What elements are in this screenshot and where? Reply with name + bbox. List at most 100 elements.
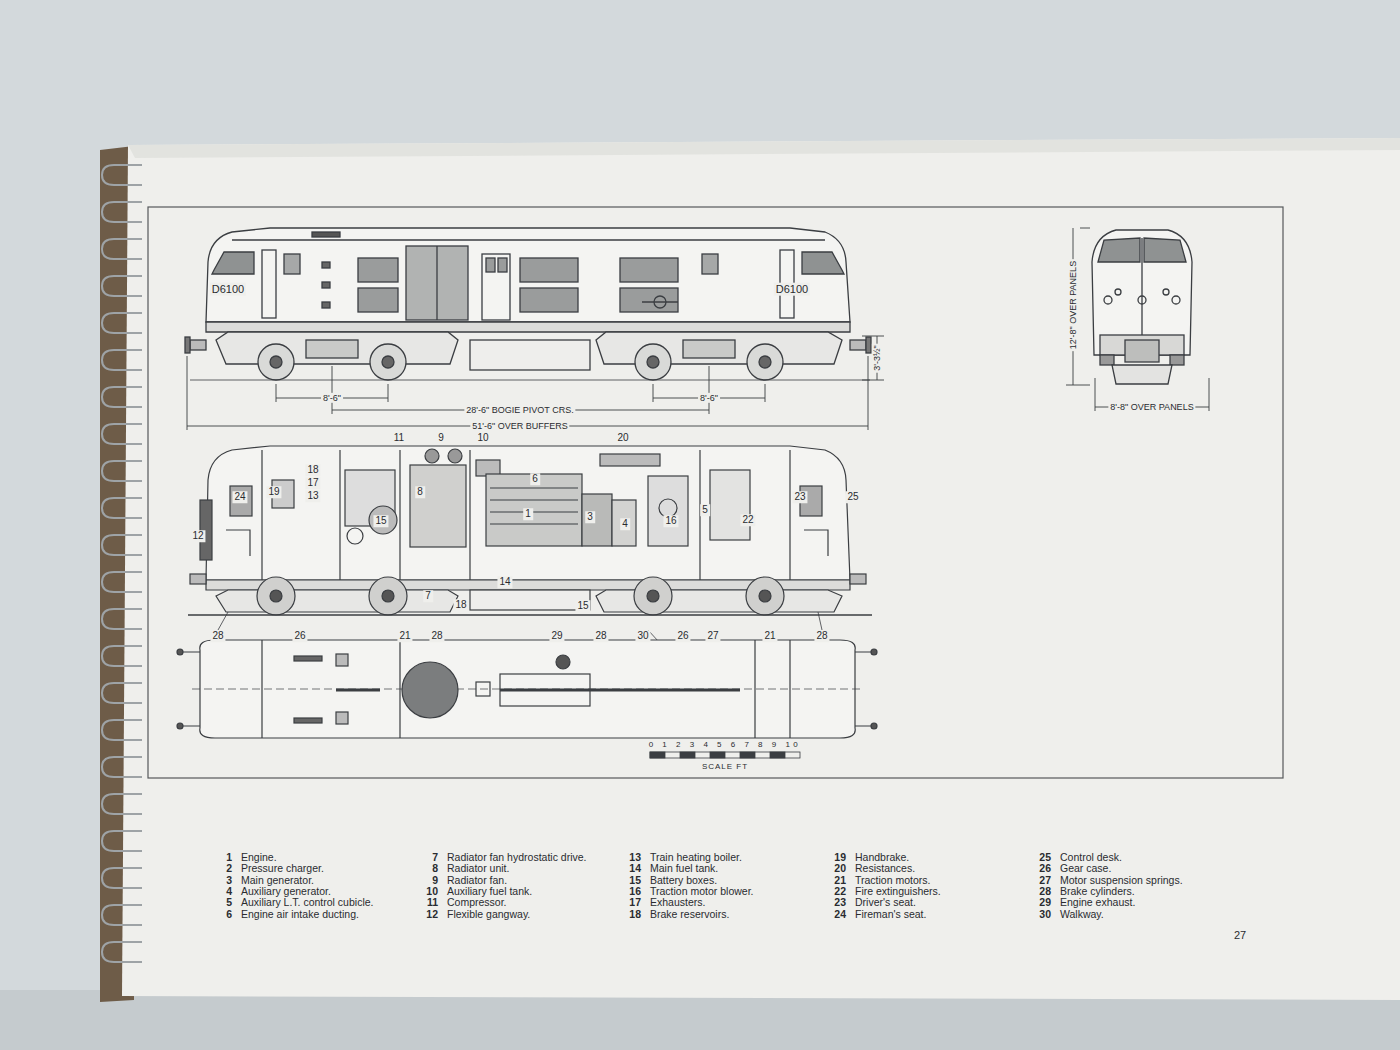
key-number: 3 bbox=[226, 874, 232, 886]
key-text: Engine air intake ducting. bbox=[241, 907, 359, 919]
side-elevation bbox=[358, 258, 398, 282]
key-number: 8 bbox=[432, 862, 438, 874]
scale-bar bbox=[650, 752, 800, 758]
binding-ring bbox=[102, 831, 142, 851]
end-elevation bbox=[1138, 296, 1146, 304]
side-elevation bbox=[206, 228, 850, 322]
callout-number: 26 bbox=[675, 630, 690, 642]
side-elevation bbox=[850, 340, 866, 350]
dimension-label: 12'-8" OVER PANELS bbox=[1068, 259, 1078, 351]
callout-number: 15 bbox=[373, 515, 388, 527]
side-elevation bbox=[620, 288, 678, 312]
cutaway-elevation bbox=[410, 465, 466, 547]
binding-ring bbox=[102, 350, 142, 370]
callout-number: 14 bbox=[497, 576, 512, 588]
callout-number: 11 bbox=[392, 432, 406, 444]
key-number: 27 bbox=[1039, 874, 1051, 886]
key-number: 19 bbox=[834, 851, 846, 863]
leader-lines bbox=[218, 612, 822, 630]
side-elevation bbox=[620, 258, 678, 282]
binding-ring bbox=[102, 757, 142, 777]
cutaway-elevation bbox=[759, 590, 771, 602]
side-elevation bbox=[216, 332, 458, 364]
callout-number: 20 bbox=[615, 432, 630, 444]
cutaway-elevation bbox=[270, 590, 282, 602]
scale-bar bbox=[650, 752, 665, 758]
callout-number: 21 bbox=[762, 630, 777, 642]
cutaway-elevation bbox=[582, 494, 612, 546]
callout-number: 18 bbox=[453, 599, 468, 611]
dimension-label: 8'-8" OVER PANELS bbox=[1108, 402, 1195, 412]
key-number: 23 bbox=[834, 896, 846, 908]
dimension-label: 51'-6" OVER BUFFERS bbox=[470, 421, 569, 431]
scale-bar bbox=[710, 752, 725, 758]
cutaway-elevation bbox=[262, 450, 790, 580]
key-text: Fire extinguishers. bbox=[855, 885, 941, 897]
callout-number: 19 bbox=[266, 486, 281, 498]
plan-view bbox=[476, 682, 490, 696]
side-elevation bbox=[322, 262, 330, 268]
side-elevation bbox=[312, 232, 340, 237]
background bbox=[122, 138, 1400, 1000]
binding-ring bbox=[102, 535, 142, 555]
key-number: 16 bbox=[629, 885, 641, 897]
scale-numbers: 0 1 2 3 4 5 6 7 8 9 10 bbox=[649, 740, 802, 749]
side-elevation bbox=[370, 344, 406, 380]
key-number: 18 bbox=[629, 907, 641, 919]
key-text: Auxiliary generator. bbox=[241, 885, 331, 897]
key-number: 6 bbox=[226, 907, 232, 919]
side-elevation bbox=[358, 288, 398, 312]
key-text: Flexible gangway. bbox=[447, 907, 530, 919]
key-text: Walkway. bbox=[1060, 907, 1104, 919]
page-number: 27 bbox=[1234, 929, 1246, 942]
key-number: 26 bbox=[1039, 862, 1051, 874]
key-text: Pressure charger. bbox=[241, 862, 324, 874]
scale-caption: SCALE FT bbox=[702, 762, 748, 771]
key-text: Compressor. bbox=[447, 896, 507, 908]
side-elevation bbox=[232, 239, 825, 240]
end-elevation bbox=[1092, 230, 1192, 384]
callout-number: 4 bbox=[620, 518, 630, 530]
side-elevation bbox=[322, 302, 330, 308]
cutaway-elevation bbox=[486, 474, 582, 546]
plan-view bbox=[177, 640, 877, 738]
key-number: 2 bbox=[226, 862, 232, 874]
callout-number: 25 bbox=[845, 491, 860, 503]
end-elevation bbox=[1098, 238, 1140, 262]
cutaway-elevation bbox=[257, 577, 295, 615]
key-text: Train heating boiler. bbox=[650, 851, 742, 863]
key-text: Auxiliary L.T. control cubicle. bbox=[241, 896, 373, 908]
key-number: 12 bbox=[426, 907, 438, 919]
key-number: 1 bbox=[226, 851, 232, 863]
callout-number: 30 bbox=[635, 630, 650, 642]
callout-number: 21 bbox=[397, 630, 412, 642]
side-elevation bbox=[270, 356, 282, 368]
plan-view bbox=[294, 718, 322, 723]
side-elevation bbox=[498, 258, 507, 272]
side-elevation bbox=[520, 288, 578, 312]
side-elevation bbox=[596, 332, 842, 364]
key-number: 4 bbox=[226, 885, 232, 897]
cutaway-elevation bbox=[612, 500, 636, 546]
side-elevation bbox=[406, 246, 468, 320]
callout-number: 24 bbox=[232, 491, 247, 503]
loco-number: D6100 bbox=[774, 283, 810, 296]
key-number: 30 bbox=[1039, 907, 1051, 919]
dimension-label: 28'-6" BOGIE PIVOT CRS. bbox=[464, 405, 575, 415]
key-text: Fireman's seat. bbox=[855, 907, 926, 919]
key-text: Battery boxes. bbox=[650, 874, 717, 886]
callout-number: 22 bbox=[740, 514, 755, 526]
end-elevation bbox=[1163, 289, 1169, 295]
side-elevation bbox=[306, 340, 358, 358]
callout-number: 3 bbox=[585, 511, 595, 523]
binding-ring bbox=[102, 424, 142, 444]
binding-ring bbox=[102, 313, 142, 333]
key-text: Traction motors. bbox=[855, 874, 930, 886]
key-text: Traction motor blower. bbox=[650, 885, 753, 897]
dimension-label: 8'-6" bbox=[698, 393, 720, 403]
binding-ring bbox=[102, 387, 142, 407]
side-elevation bbox=[759, 356, 771, 368]
end-elevation bbox=[1172, 296, 1180, 304]
side-elevation bbox=[482, 254, 510, 320]
